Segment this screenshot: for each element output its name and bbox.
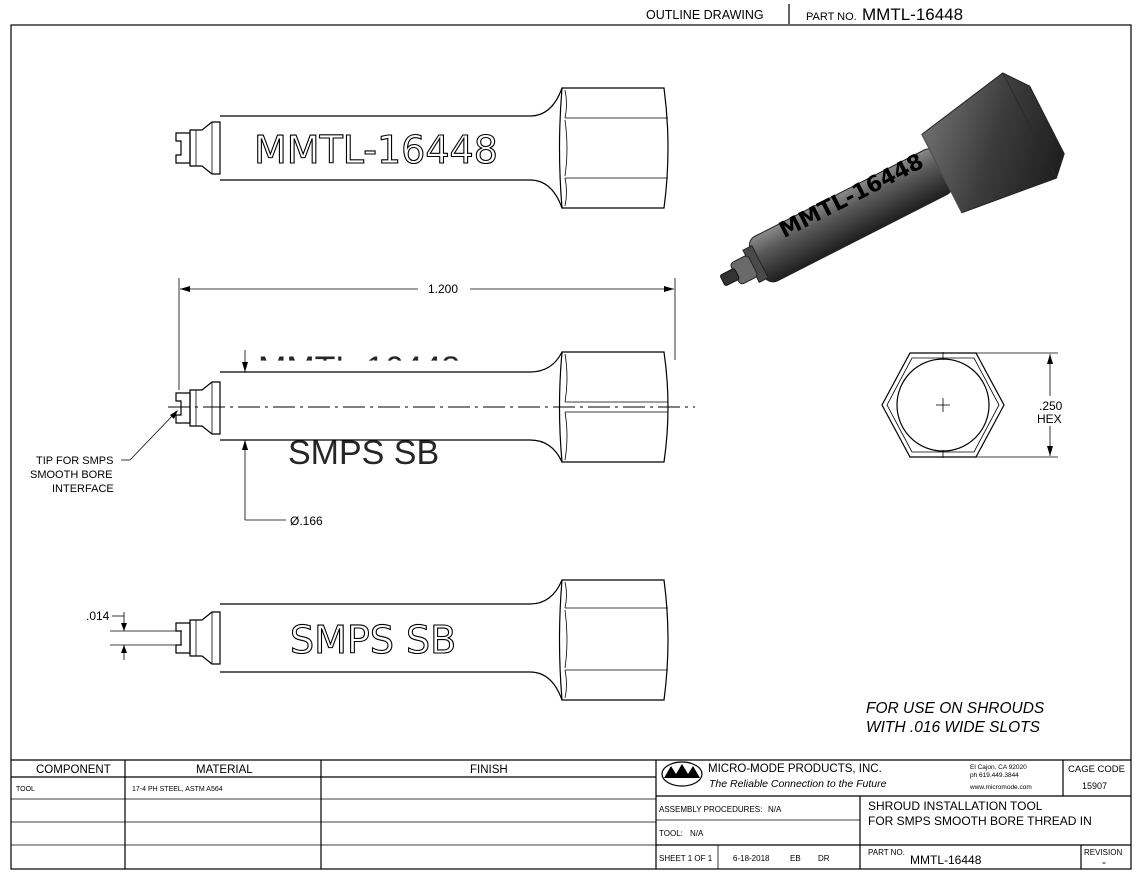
svg-text:SMPS SB: SMPS SB [288, 434, 439, 472]
hex-label: HEX [1037, 412, 1062, 426]
top-engraving: MMTL-16448 [254, 128, 498, 172]
bom-row-material: 17-4 PH STEEL, ASTM A564 [132, 786, 223, 793]
callout-line2: SMOOTH BORE [30, 469, 113, 481]
assembly-value: N/A [768, 805, 782, 814]
drawing-border [10, 24, 1132, 870]
middle-shaft [220, 351, 563, 463]
title-part-number: MMTL-16448 [910, 853, 982, 867]
tool-label: TOOL: [659, 829, 683, 838]
top-tip-body [189, 121, 221, 175]
cage-code: 15907 [1082, 781, 1107, 791]
company-web: www.micromode.com [969, 784, 1032, 791]
top-view: MMTL-16448 [175, 87, 669, 209]
bottom-engraving: SMPS SB [290, 618, 456, 662]
slot-dimension: .014 [86, 609, 110, 623]
drawing-title-line1: SHROUD INSTALLATION TOOL [868, 799, 1043, 813]
length-dimension: 1.200 [428, 282, 458, 296]
header: OUTLINE DRAWING PART NO. MMTL-16448 [646, 4, 963, 24]
part-no-label: PART NO. [868, 848, 905, 857]
hex-end-view: .250 HEX [881, 352, 1063, 458]
cage-code-label: CAGE CODE [1068, 764, 1125, 775]
revision-value: - [1102, 855, 1106, 869]
isometric-view: MMTL-16448 [720, 72, 1065, 286]
note-line1: FOR USE ON SHROUDS [866, 700, 1045, 717]
middle-hex [558, 351, 669, 463]
callout-line1: TIP FOR SMPS [36, 455, 113, 467]
bom-row-component: TOOL [16, 786, 35, 793]
header-part-number: MMTL-16448 [862, 5, 963, 24]
bom-table: COMPONENT MATERIAL FINISH TOOL 17-4 PH S… [11, 759, 1131, 869]
assembly-label: ASSEMBLY PROCEDURES: [659, 805, 762, 814]
drawn-role: DR [818, 854, 830, 863]
diameter-dimension: Ø.166 [290, 514, 323, 528]
header-part-label: PART NO. [806, 11, 857, 23]
company-address: El Cajon, CA 92020 [970, 764, 1027, 771]
bottom-shaft [220, 579, 563, 701]
drawing-title-line2: FOR SMPS SMOOTH BORE THREAD IN [868, 814, 1092, 828]
top-tip-slot [175, 132, 191, 164]
title-block: MICRO-MODE PRODUCTS, INC. The Reliable C… [656, 760, 1131, 869]
drawn-by: EB [790, 854, 801, 863]
usage-note: FOR USE ON SHROUDS WITH .016 WIDE SLOTS [866, 700, 1045, 736]
bom-header-finish: FINISH [470, 764, 508, 776]
company-logo-icon [661, 761, 703, 787]
top-hex [558, 87, 669, 209]
svg-text:MMTL-16448: MMTL-16448 [258, 350, 460, 388]
bottom-hex [558, 579, 669, 701]
bottom-view: SMPS SB .014 [86, 579, 669, 701]
callout-line3: INTERFACE [52, 483, 114, 495]
bom-header-material: MATERIAL [196, 764, 253, 776]
revision-label: REVISION [1084, 848, 1122, 857]
drawing-date: 6-18-2018 [733, 854, 770, 863]
company-tagline: The Reliable Connection to the Future [709, 778, 887, 790]
doc-type: OUTLINE DRAWING [646, 8, 764, 22]
company-phone: ph 619.449.3844 [970, 772, 1019, 779]
sheet-number: SHEET 1 OF 1 [659, 854, 713, 863]
hex-size-dimension: .250 [1039, 399, 1063, 413]
top-shaft [220, 87, 563, 209]
note-line2: WITH .016 WIDE SLOTS [866, 719, 1041, 736]
tool-value: N/A [690, 829, 704, 838]
middle-view: 1.200 MMTL-16448 SMPS SB Ø.166 TIP FOR S… [30, 278, 695, 528]
company-name: MICRO-MODE PRODUCTS, INC. [708, 763, 882, 775]
bom-header-component: COMPONENT [36, 764, 111, 776]
